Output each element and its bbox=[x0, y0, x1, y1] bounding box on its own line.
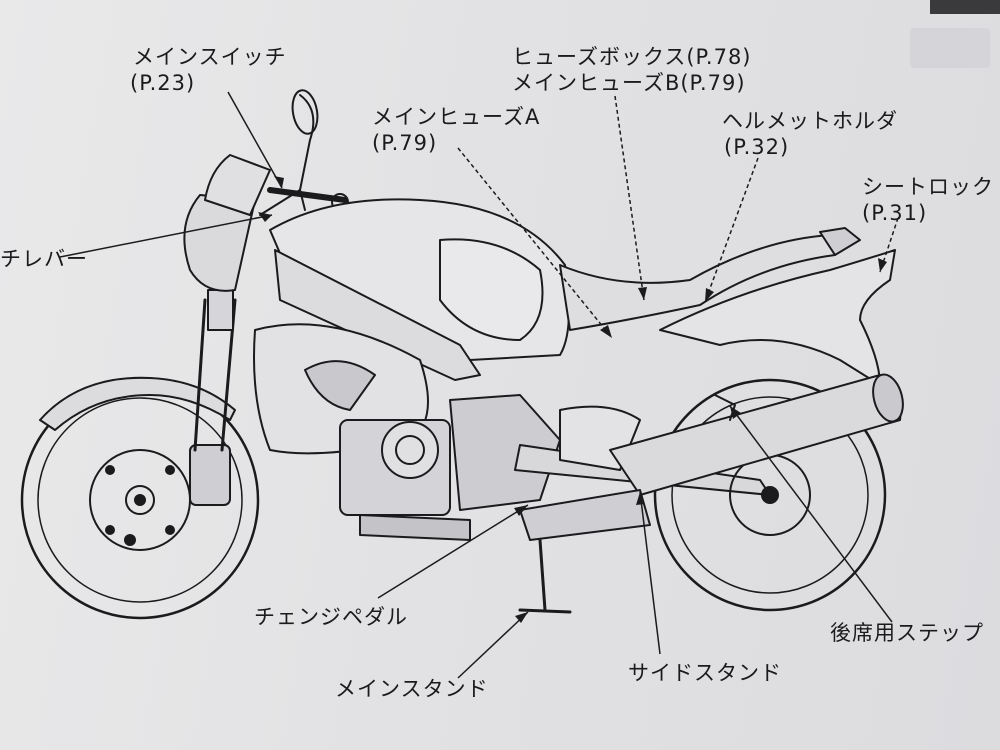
helmet-holder-label: ヘルメットホルダ bbox=[722, 109, 898, 133]
bleed-through-heading bbox=[910, 28, 990, 68]
main-switch-page-ref: (P.23) bbox=[130, 71, 196, 95]
page-edge-shadow bbox=[930, 0, 1000, 14]
seat-lock-page-ref: (P.31) bbox=[862, 201, 928, 225]
change-pedal-label: チェンジペダル bbox=[254, 605, 408, 629]
fuse-box-label: ヒューズボックス(P.78) bbox=[512, 45, 752, 69]
main-fuse-a-label: メインヒューズA bbox=[372, 105, 541, 129]
rear-step-label: 後席用ステップ bbox=[830, 621, 984, 645]
seat-lock-label: シートロック bbox=[862, 175, 994, 199]
side-stand-label: サイドスタンド bbox=[628, 661, 782, 685]
main-switch-label: メインスイッチ bbox=[133, 45, 287, 69]
main-fuse-a-page-ref: (P.79) bbox=[372, 131, 438, 155]
main-fuse-b-label: メインヒューズB(P.79) bbox=[512, 71, 746, 95]
main-stand-label: メインスタンド bbox=[335, 677, 489, 701]
leader-lines bbox=[59, 91, 899, 679]
helmet-holder-page-ref: (P.32) bbox=[724, 135, 790, 159]
clutch-lever-label: チレバー bbox=[0, 247, 88, 271]
rear-wheel bbox=[653, 378, 887, 612]
